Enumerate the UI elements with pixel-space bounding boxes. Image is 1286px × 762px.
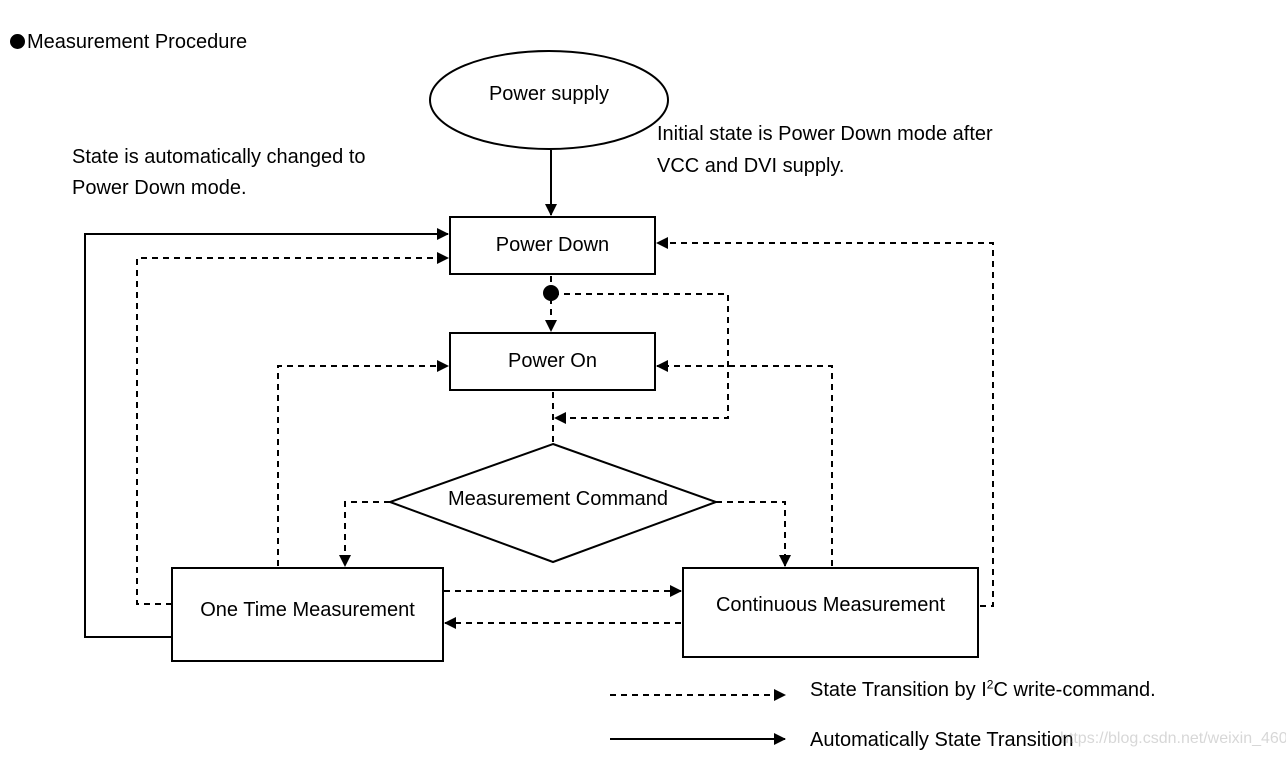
right-note-line1: Initial state is Power Down mode after bbox=[657, 123, 993, 145]
measurement-command-diamond bbox=[387, 442, 719, 564]
legend-dashed-suffix: C write-command. bbox=[993, 679, 1156, 701]
one-time-box bbox=[171, 567, 444, 662]
page-title: Measurement Procedure bbox=[10, 30, 247, 54]
legend-dashed-label: State Transition by I2C write-command. bbox=[810, 674, 1156, 706]
legend-solid-label: Automatically State Transition bbox=[810, 729, 1074, 751]
junction-dot bbox=[543, 285, 559, 301]
watermark: https://blog.csdn.net/weixin_46058270 bbox=[1060, 730, 1286, 747]
bullet-icon bbox=[10, 34, 25, 49]
arrow-onetime-auto-to-down bbox=[84, 228, 449, 638]
arrow-continuous-to-down bbox=[656, 237, 994, 607]
one-time-label: One Time Measurement bbox=[200, 599, 415, 621]
left-note-line2: Power Down mode. bbox=[72, 177, 247, 199]
left-note-line1: State is automatically changed to bbox=[72, 146, 366, 168]
arrow-continuous-to-on bbox=[656, 360, 833, 566]
legend-dashed-sup: 2 bbox=[986, 677, 994, 692]
legend-dashed-prefix: State Transition by I bbox=[810, 679, 987, 701]
power-supply-label: Power supply bbox=[488, 83, 610, 105]
arrow-onetime-to-down bbox=[136, 252, 449, 605]
power-down-box bbox=[449, 216, 656, 275]
power-supply-ellipse bbox=[429, 50, 669, 150]
right-note-line2: VCC and DVI supply. bbox=[657, 155, 845, 177]
title-text: Measurement Procedure bbox=[27, 31, 248, 53]
continuous-label: Continuous Measurement bbox=[715, 594, 945, 616]
power-on-label: Power On bbox=[508, 350, 597, 372]
arrow-onetime-to-on bbox=[277, 360, 449, 566]
arrow-down-to-command-loop bbox=[553, 293, 729, 424]
continuous-box bbox=[682, 567, 979, 658]
power-down-label: Power Down bbox=[495, 234, 610, 256]
power-on-box bbox=[449, 332, 656, 391]
measurement-command-label: Measurement Command bbox=[447, 488, 669, 510]
arrow-command-to-onetime bbox=[339, 501, 390, 567]
arrow-command-to-continuous bbox=[716, 501, 791, 567]
